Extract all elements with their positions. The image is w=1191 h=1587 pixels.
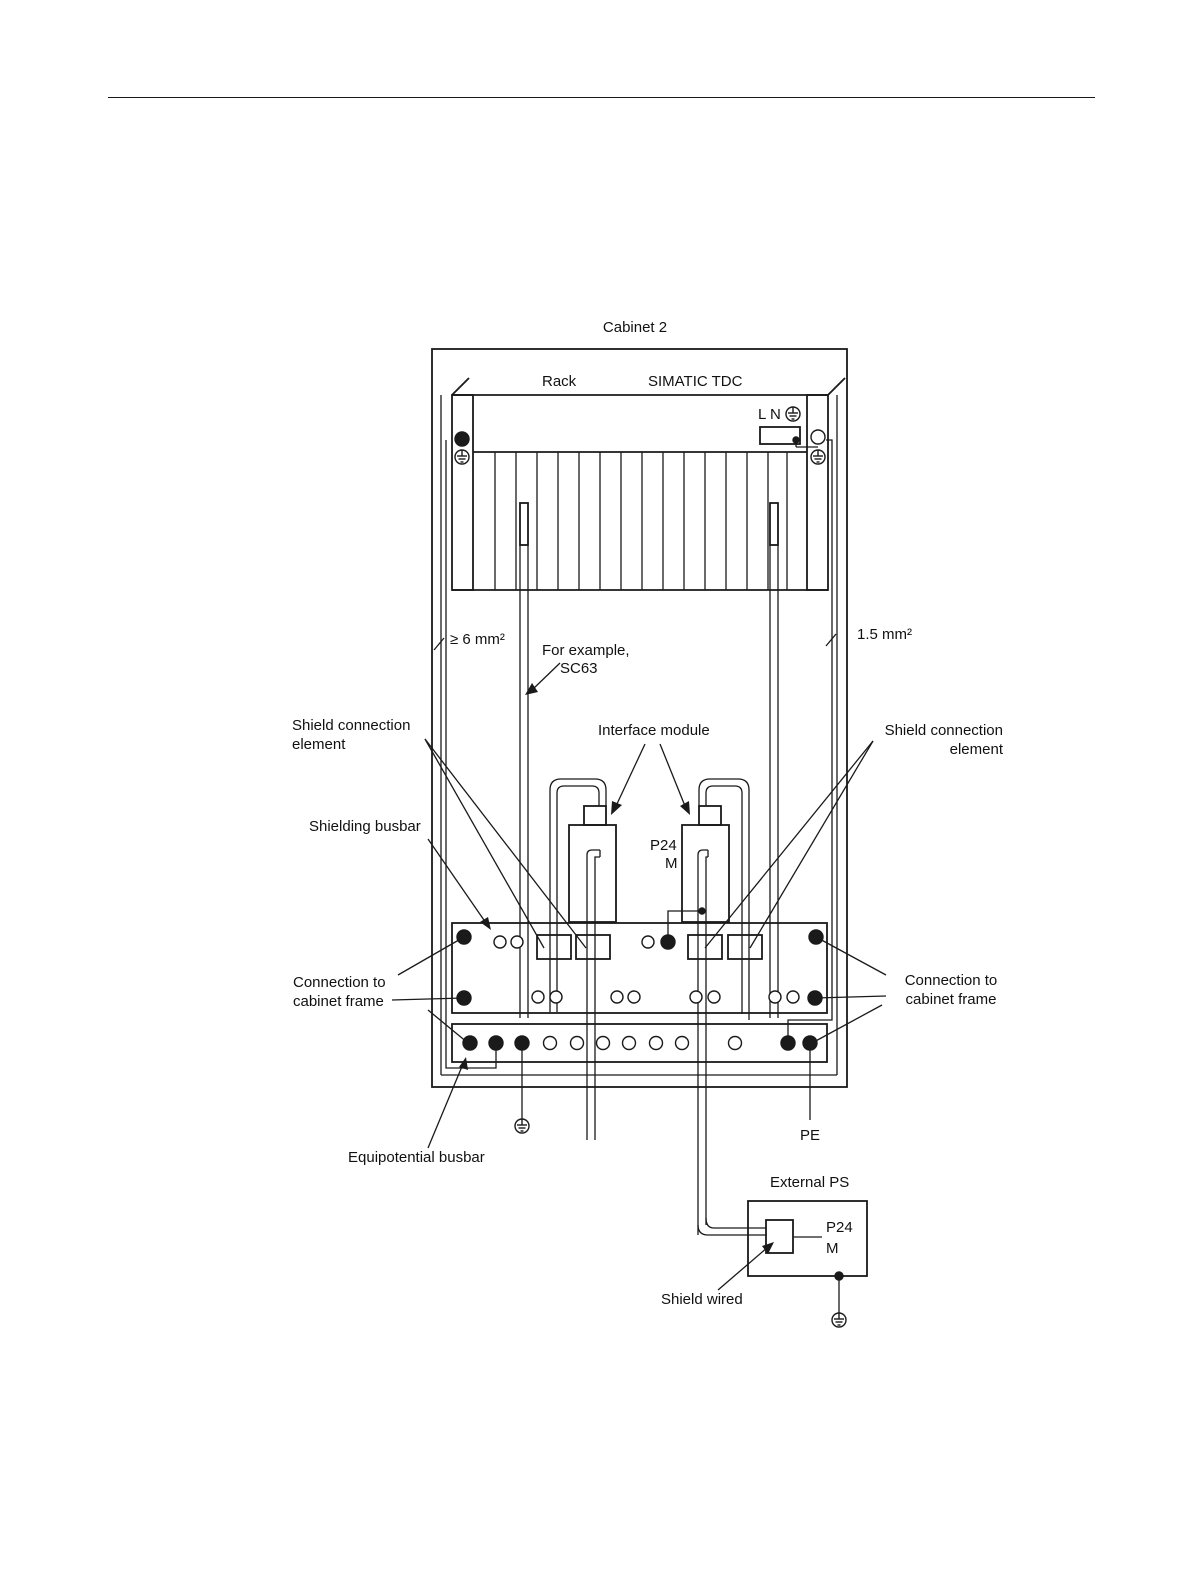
shield-wired-label: Shield wired: [661, 1291, 743, 1308]
shield-clamp: [576, 935, 610, 959]
module-connector: [520, 503, 528, 545]
arrow-icon: [680, 801, 690, 815]
ground-icon: [786, 407, 800, 421]
shield-clamp: [728, 935, 762, 959]
shield-connection-right-label-2: element: [950, 741, 1004, 758]
m-label: M: [665, 855, 678, 872]
connection-frame-right-label-1: Connection to: [905, 972, 998, 989]
ground-wire-6mm: [446, 440, 496, 1068]
interface-module-label: Interface module: [598, 722, 710, 739]
connection-frame-left-label-1: Connection to: [293, 974, 386, 991]
ground-icon: [515, 1119, 529, 1133]
equipotential-busbar: [452, 1024, 827, 1062]
arrow-icon: [525, 683, 538, 695]
ground-icon: [455, 450, 469, 464]
simatic-tdc-label: SIMATIC TDC: [648, 373, 743, 390]
shield-clamp: [537, 935, 571, 959]
equipotential-busbar-label: Equipotential busbar: [348, 1149, 485, 1166]
pe-label: PE: [800, 1127, 820, 1144]
shield-connection-right-label-1: Shield connection: [885, 722, 1003, 739]
rack-label: Rack: [542, 373, 577, 390]
connection-frame-right-label-2: cabinet frame: [906, 991, 997, 1008]
terminal-screw-icon: [811, 430, 825, 444]
connection-frame-left-label-2: cabinet frame: [293, 993, 384, 1010]
ground-icon: [811, 450, 825, 464]
wire-1-5mm-label: 1.5 mm²: [857, 626, 912, 643]
shielding-busbar-label: Shielding busbar: [309, 818, 421, 835]
external-ps-label: External PS: [770, 1174, 849, 1191]
example-label-1: For example,: [542, 642, 630, 659]
shield-connection-left-label-2: element: [292, 736, 346, 753]
ground-wire-1-5mm: [788, 440, 832, 1043]
interface-module-right: [682, 779, 749, 1235]
example-label-2: SC63: [560, 660, 598, 677]
cabinet-title: Cabinet 2: [603, 319, 667, 336]
terminal-screw-icon: [455, 432, 469, 446]
signal-cable-right: [770, 545, 778, 1018]
wire-6mm-label: ≥ 6 mm²: [450, 631, 505, 648]
arrow-icon: [611, 801, 622, 815]
ps-m-label: M: [826, 1240, 839, 1257]
rack: [452, 378, 845, 590]
ground-icon: [832, 1313, 846, 1327]
shield-connection-left-label-1: Shield connection: [292, 717, 410, 734]
ps-p24-label: P24: [826, 1219, 853, 1236]
cabinet-frame: [432, 349, 847, 1087]
p24-label: P24: [650, 837, 677, 854]
module-connector: [770, 503, 778, 545]
ln-label: L N: [758, 406, 781, 423]
